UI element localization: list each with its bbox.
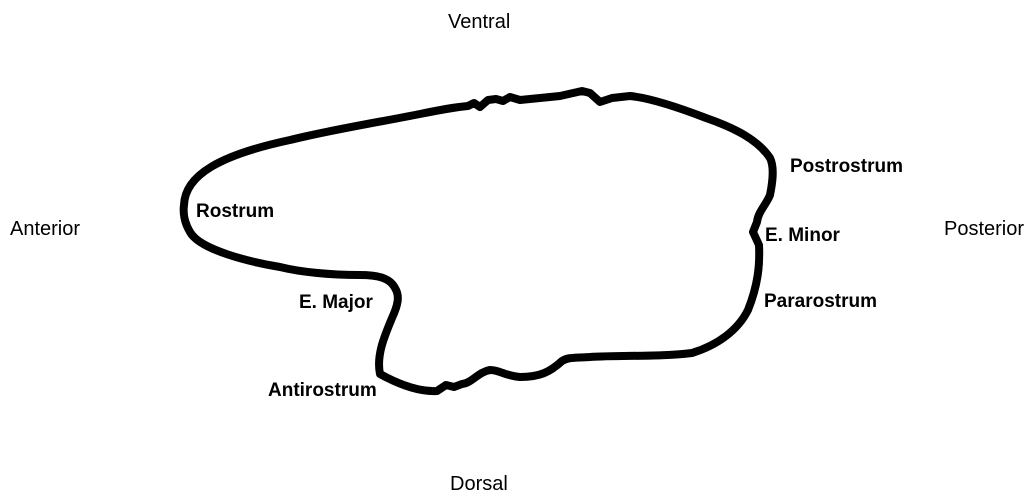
e-major-label: E. Major <box>299 293 373 312</box>
postrostrum-label: Postrostrum <box>790 157 903 176</box>
antirostrum-label: Antirostrum <box>268 381 377 400</box>
otolith-outline <box>184 91 773 391</box>
anterior-label: Anterior <box>10 219 80 239</box>
rostrum-label: Rostrum <box>196 202 274 221</box>
posterior-label: Posterior <box>944 219 1024 239</box>
e-minor-label: E. Minor <box>765 226 840 245</box>
dorsal-label: Dorsal <box>450 474 508 494</box>
pararostrum-label: Pararostrum <box>764 292 877 311</box>
ventral-label: Ventral <box>448 12 510 32</box>
